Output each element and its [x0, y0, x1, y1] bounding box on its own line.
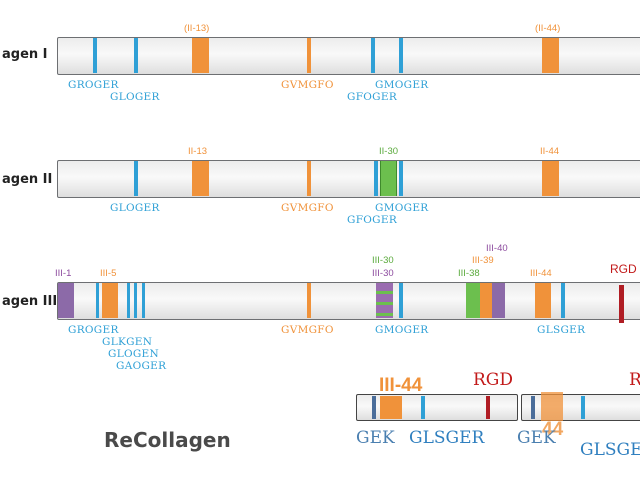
- collagen-iii-seq-glogen: GLOGEN: [108, 348, 160, 360]
- collagen-ii-tag-ii30: II-30: [379, 146, 399, 157]
- collagen-i-marker-gfoger: [371, 38, 375, 73]
- collagen-i-seq-gmoger: GMOGER: [375, 79, 429, 91]
- collagen-i-marker-groger: [93, 38, 97, 73]
- collagen-i-marker-ii13: [192, 38, 209, 73]
- collagen-i-seq-gvmgfo: GVMGFO: [281, 79, 334, 91]
- collagen-ii-marker-gmoger: [399, 161, 403, 196]
- collagen-iii-marker-groger: [96, 283, 99, 318]
- collagen-iii-marker-iii5: [102, 283, 118, 318]
- collagen-ii-marker-ii30: [380, 161, 397, 196]
- collagen-i-marker-gmoger: [399, 38, 403, 73]
- collagen-ii-seq-gvmgfo: GVMGFO: [281, 202, 334, 214]
- collagen-iii-marker-iii44: [535, 283, 551, 318]
- collagen-i-marker-gvmgfo: [307, 38, 311, 73]
- collagen-i-marker-ii44: [542, 38, 559, 73]
- collagen-ii-marker-ii13: [192, 161, 209, 196]
- collagen-iii-marker-gmoger: [399, 283, 403, 318]
- collagen-iii-marker-iii40: [492, 283, 505, 318]
- recollagen-marker-iii44: [380, 396, 402, 419]
- collagen-iii-seq-groger: GROGER: [68, 324, 119, 336]
- collagen-iii-seq-gvmgfo: GVMGFO: [281, 324, 334, 336]
- collagen-ii-seq-gloger: GLOGER: [110, 202, 160, 214]
- collagen-ii-tag-ii44: II-44: [540, 146, 560, 157]
- collagen-i-seq-groger: GROGER: [68, 79, 119, 91]
- collagen-ii-marker-gloger: [134, 161, 138, 196]
- collagen-iii-seq-glkgen: GLKGEN: [102, 336, 153, 348]
- collagen-i-tag-ii13: (II-13): [184, 23, 210, 34]
- collagen-iii-tag-iii5: III-5: [100, 268, 117, 279]
- recollagen-marker-gek-2: [531, 396, 535, 419]
- recollagen-marker-rgd-1: [486, 396, 490, 419]
- recollagen-tag-iii44: III-44: [379, 375, 423, 396]
- collagen-i-tag-ii44: (II-44): [535, 23, 561, 34]
- recollagen-bar-2: [521, 394, 640, 421]
- collagen-iii-tag-iii1: III-1: [55, 268, 72, 279]
- collagen-iii-seq-gmoger: GMOGER: [375, 324, 429, 336]
- collagen-iii-marker-glkgen: [127, 283, 130, 318]
- row-title-collagen-iii: agen III: [2, 294, 58, 309]
- collagen-iii-tag-iii39: III-39: [472, 255, 494, 266]
- collagen-i-seq-gfoger: GFOGER: [347, 91, 398, 103]
- collagen-iii-marker-iii30: [376, 283, 393, 318]
- recollagen-seq-gek-2: GEK: [517, 428, 556, 448]
- collagen-iii-marker-glogen: [134, 283, 137, 318]
- recollagen-marker-glsger-1: [421, 396, 425, 419]
- collagen-iii-tag-iii44: III-44: [530, 268, 552, 279]
- recollagen-seq-glsger-1: GLSGER: [409, 428, 485, 448]
- collagen-ii-marker-gfoger: [374, 161, 378, 196]
- recollagen-marker-gek-1: [372, 396, 376, 419]
- collagen-ii-marker-gvmgfo: [307, 161, 311, 196]
- collagen-iii-marker-iii39: [480, 283, 492, 318]
- recollagen-marker-44: [541, 392, 563, 421]
- collagen-ii-seq-gfoger: GFOGER: [347, 214, 398, 226]
- collagen-iii-seq-glsger: GLSGER: [537, 324, 586, 336]
- collagen-iii-marker-gvmgfo: [307, 283, 311, 318]
- collagen-iii-marker-glsger: [561, 283, 565, 318]
- recollagen-marker-glsger-2: [581, 396, 585, 419]
- collagen-iii-marker-iii38: [466, 283, 480, 318]
- collagen-iii-marker-rgd: [619, 285, 624, 323]
- collagen-iii-tag-iii38: III-38: [458, 268, 480, 279]
- row-title-collagen-ii: agen II: [2, 172, 53, 187]
- recollagen-title: ReCollagen: [104, 428, 231, 452]
- collagen-i-marker-gloger: [134, 38, 138, 73]
- collagen-iii-seq-gaoger: GAOGER: [116, 360, 167, 372]
- collagen-iii-marker-iii1: [58, 283, 74, 318]
- collagen-iii-tag-rgd: RGD: [610, 262, 637, 276]
- collagen-ii-seq-gmoger: GMOGER: [375, 202, 429, 214]
- recollagen-tag-rgd-1: RGD: [473, 370, 514, 390]
- collagen-iii-marker-gaoger: [142, 283, 145, 318]
- collagen-ii-marker-ii44: [542, 161, 559, 196]
- row-title-collagen-i: agen I: [2, 47, 48, 62]
- recollagen-tag-44: 44: [542, 419, 564, 440]
- collagen-iii-tag-iii30-purple: III-30: [372, 268, 394, 279]
- collagen-ii-tag-ii13: II-13: [188, 146, 208, 157]
- collagen-iii-tag-iii30-green: III-30: [372, 255, 394, 266]
- collagen-i-seq-gloger: GLOGER: [110, 91, 160, 103]
- recollagen-seq-glsger-2: GLSGE: [580, 440, 640, 460]
- collagen-iii-tag-iii40: III-40: [486, 243, 508, 254]
- recollagen-tag-rgd-2: R: [629, 370, 640, 390]
- recollagen-seq-gek-1: GEK: [356, 428, 395, 448]
